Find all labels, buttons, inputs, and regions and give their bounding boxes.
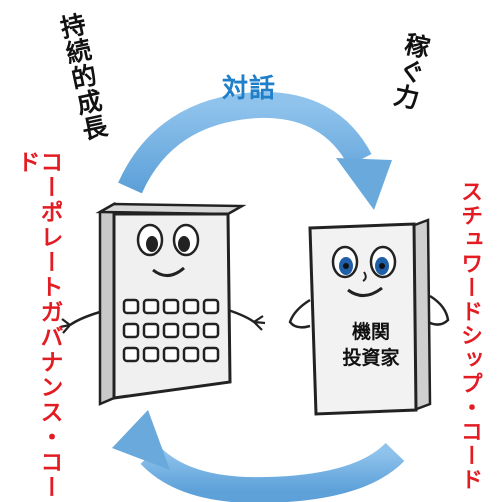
investor-document-character <box>288 218 450 416</box>
institutional-investor-label: 機関 投資家 <box>331 320 411 371</box>
institutional-investor-line2: 投資家 <box>342 346 400 369</box>
cycle-arrow-bottom <box>112 410 405 502</box>
corporate-governance-code-label: コーポレートガバナンス・コード <box>13 150 62 500</box>
dialogue-label: 対話 <box>222 74 277 104</box>
cycle-arrow-top <box>118 91 392 210</box>
company-building-character <box>59 201 266 406</box>
institutional-investor-line1: 機関 <box>351 321 390 343</box>
stewardship-code-label: スチュワードシップ・コード <box>457 180 482 492</box>
